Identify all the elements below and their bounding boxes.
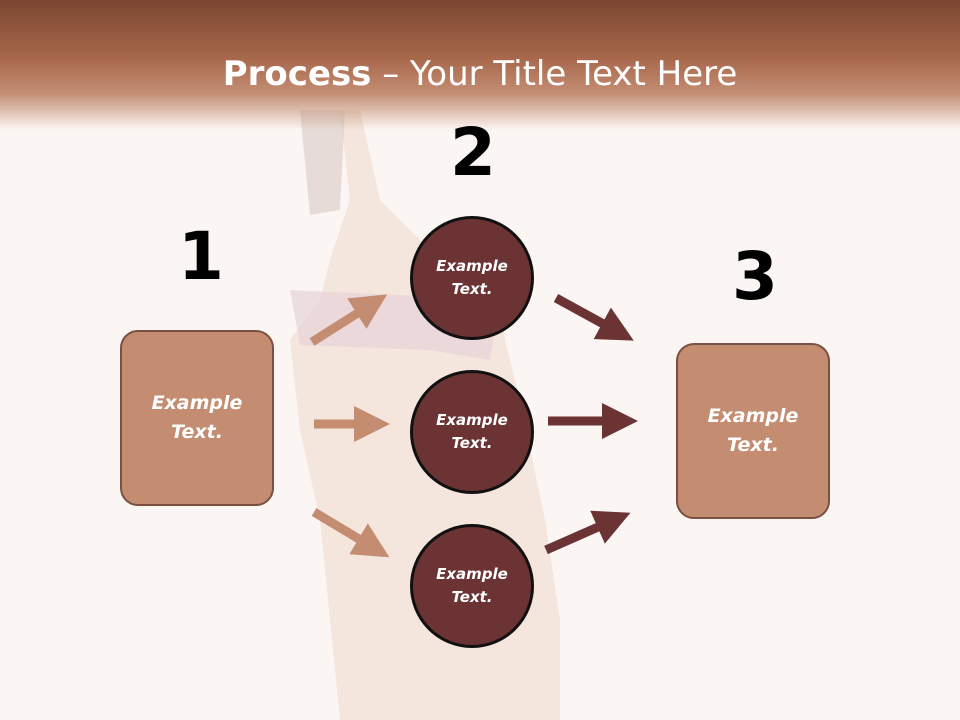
step-number-1: 1 <box>178 218 224 295</box>
output-box-text: Example Text. <box>707 405 799 456</box>
arrow-to-top-circle <box>309 294 388 346</box>
process-circle-middle-text: Example Text. <box>436 411 508 452</box>
process-circle-top-text: Example Text. <box>436 257 508 298</box>
arrow-to-bottom-circle <box>311 508 390 558</box>
process-circle-bottom-text: Example Text. <box>436 565 508 606</box>
slide-title: Process – Your Title Text Here <box>0 52 960 96</box>
input-box-text: Example Text. <box>151 392 243 443</box>
title-rest: – Your Title Text Here <box>371 54 738 94</box>
arrow-from-bottom-circle <box>544 510 631 555</box>
step-number-2: 2 <box>450 114 496 191</box>
arrow-from-top-circle <box>553 294 634 341</box>
output-box: Example Text. <box>676 343 830 519</box>
step-number-3: 3 <box>732 238 778 315</box>
process-circle-middle: Example Text. <box>410 370 534 494</box>
title-strong: Process <box>222 54 372 94</box>
input-box: Example Text. <box>120 330 274 506</box>
process-circle-bottom: Example Text. <box>410 524 534 648</box>
title-banner <box>0 0 960 130</box>
process-circle-top: Example Text. <box>410 216 534 340</box>
